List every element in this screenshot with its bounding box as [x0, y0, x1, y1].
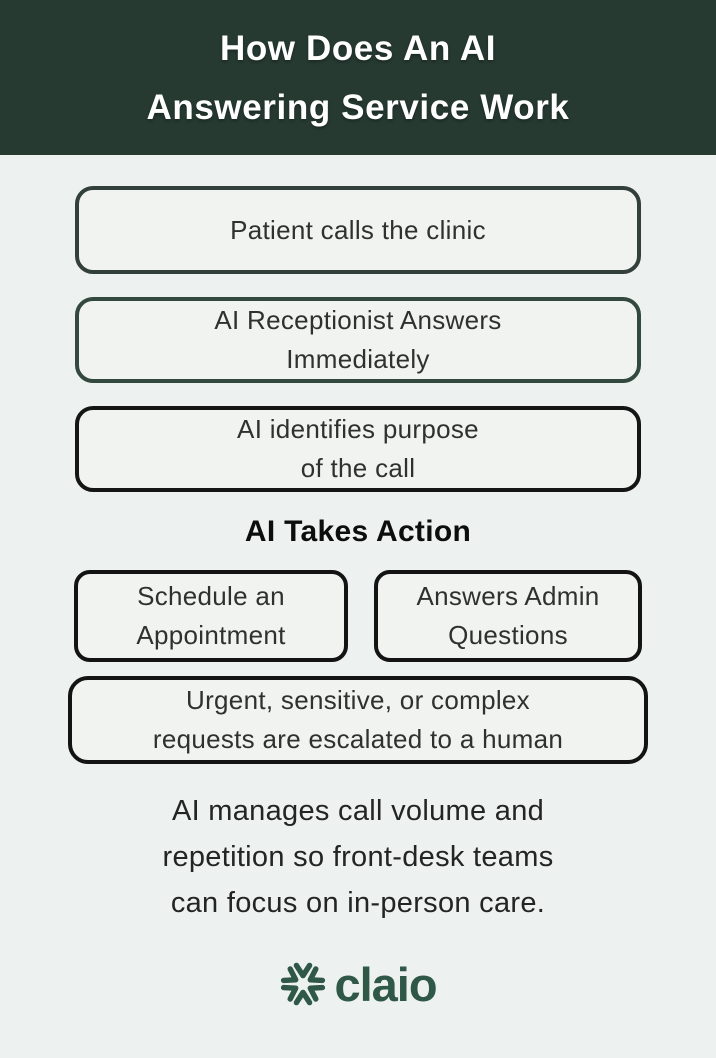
- action-box-admin-questions: Answers Admin Questions: [374, 570, 642, 662]
- flow-step-text: Patient calls the clinic: [230, 214, 486, 245]
- summary-line: can focus on in-person care.: [170, 887, 546, 919]
- action-box-schedule-appointment: Schedule an Appointment: [74, 570, 348, 662]
- page-title-line-1: How Does An AI: [219, 28, 497, 68]
- flow-step-patient-calls: Patient calls the clinic: [75, 186, 641, 274]
- brand-logo: claio: [0, 948, 716, 1020]
- flow-step-ai-answers: AI Receptionist Answers Immediately: [75, 297, 641, 383]
- action-box-text: Appointment: [136, 620, 286, 650]
- flow-step-ai-identifies-purpose: AI identifies purpose of the call: [75, 406, 641, 492]
- logo-text: claio: [334, 957, 437, 1011]
- flow-step-text: AI identifies purpose: [237, 414, 479, 444]
- escalation-text: Urgent, sensitive, or complex: [186, 685, 530, 715]
- page-title-line-2: Answering Service Work: [146, 87, 570, 127]
- header-banner: How Does An AI Answering Service Work: [0, 0, 716, 155]
- summary-line: repetition so front-desk teams: [162, 841, 554, 873]
- summary-text: AI manages call volume and repetition so…: [0, 788, 716, 926]
- summary-line: AI manages call volume and: [171, 795, 545, 827]
- escalation-text: requests are escalated to a human: [152, 724, 564, 754]
- spark-asterisk-icon: [281, 962, 326, 1006]
- action-box-text: Schedule an: [137, 581, 285, 611]
- escalation-box: Urgent, sensitive, or complex requests a…: [68, 676, 648, 764]
- action-box-text: Answers Admin: [416, 581, 600, 611]
- action-section-heading: AI Takes Action: [244, 515, 472, 548]
- action-box-text: Questions: [448, 620, 568, 650]
- flow-step-text: AI Receptionist Answers: [214, 305, 502, 335]
- flow-step-text: of the call: [300, 453, 416, 483]
- flow-step-text: Immediately: [286, 344, 430, 374]
